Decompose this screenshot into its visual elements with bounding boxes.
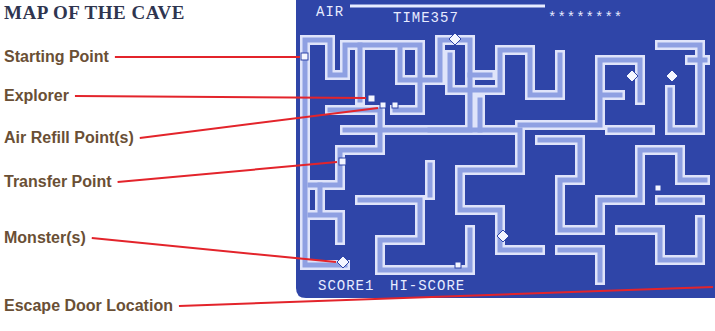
callout-label: Transfer Point [4,173,112,191]
transfer-marker [655,185,661,191]
monster-marker [449,33,461,45]
monster-marker [497,230,509,242]
callout-label: Monster(s) [4,229,86,247]
page-title: MAP OF THE CAVE [4,2,185,24]
monster-marker [337,256,349,268]
leader-line [118,162,337,182]
callout-label: Air Refill Point(s) [4,129,134,147]
monster-marker [626,70,638,82]
markers [301,33,678,268]
air-bar [350,5,545,8]
air-refill-marker [392,102,398,108]
screen-text: AIR [316,4,344,20]
leader-line [140,108,378,138]
screen-text: SCORE1 [318,278,374,294]
screen-text: ******** [548,10,623,26]
callout-label: Explorer [4,87,69,105]
leader-line [115,56,300,58]
screen-text: TIME357 [393,10,459,26]
air-refill-marker [380,102,386,108]
explorer-marker [301,53,308,60]
transfer-marker [455,262,461,268]
leader-line [75,96,366,98]
screen-background [296,0,715,298]
transfer-marker [339,158,346,165]
leader-line [92,238,336,262]
callout-label: Starting Point [4,48,109,66]
screen-text: HI-SCORE [390,278,465,294]
air-refill-marker [368,95,375,102]
monster-marker [666,70,678,82]
callout-label: Escape Door Location [4,297,173,315]
maze [305,40,705,280]
